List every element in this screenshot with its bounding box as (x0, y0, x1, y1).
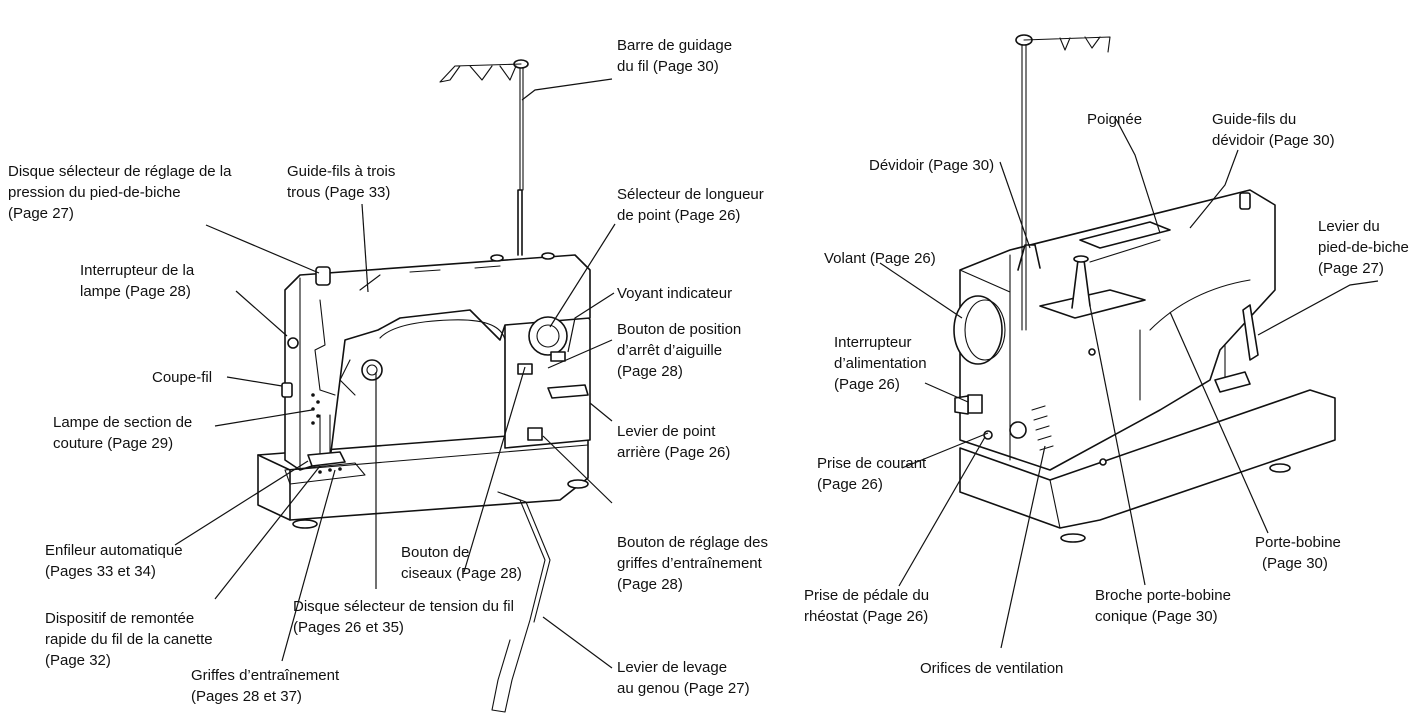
label-levier-arriere: Levier de point arrière (Page 26) (617, 423, 730, 461)
label-coupe-fil: Coupe-fil (152, 369, 212, 386)
label-selecteur-longueur: Sélecteur de longueur de point (Page 26) (617, 186, 768, 224)
label-volant: Volant (Page 26) (824, 250, 936, 267)
label-bouton-position: Bouton de position d’arrêt d’aiguille (P… (617, 321, 745, 380)
label-voyant: Voyant indicateur (617, 285, 732, 302)
label-interrupteur-alim: Interrupteur d’alimentation (Page 26) (834, 334, 931, 393)
label-broche: Broche porte-bobine conique (Page 30) (1095, 587, 1235, 625)
front-view-machine (257, 59, 591, 713)
label-griffes: Griffes d’entraînement (Pages 28 et 37) (191, 667, 343, 705)
label-lampe-section: Lampe de section de couture (Page 29) (53, 414, 196, 452)
label-bouton-ciseaux: Bouton de ciseaux (Page 28) (401, 544, 522, 582)
labels: Barre de guidage du fil (Page 30) Disque… (8, 37, 1413, 705)
label-prise-courant: Prise de courant (Page 26) (817, 455, 930, 493)
label-guide-trois-trous: Guide-fils à trois trous (Page 33) (287, 163, 400, 201)
label-dispositif-remontee: Dispositif de remontée rapide du fil de … (45, 610, 217, 669)
label-disque-pression: Disque sélecteur de réglage de la pressi… (8, 163, 236, 222)
rear-view-machine (953, 34, 1336, 543)
label-barre-guidage: Barre de guidage du fil (Page 30) (617, 37, 736, 75)
label-enfileur: Enfileur automatique (Pages 33 et 34) (45, 542, 187, 580)
label-poignee: Poignée (1087, 111, 1142, 128)
label-prise-pedale: Prise de pédale du rhéostat (Page 26) (804, 587, 933, 625)
label-disque-tension: Disque sélecteur de tension du fil (Page… (293, 598, 518, 636)
label-bouton-griffes: Bouton de réglage des griffes d’entraîne… (617, 534, 772, 593)
label-levier-genou: Levier de levage au genou (Page 27) (617, 659, 750, 697)
label-devidoir: Dévidoir (Page 30) (869, 157, 994, 174)
label-porte-bobine: Porte-bobine (Page 30) (1255, 534, 1345, 572)
label-interrupteur-lampe: Interrupteur de la lampe (Page 28) (80, 262, 198, 300)
leader-lines (174, 78, 1379, 669)
label-guide-devidoir: Guide-fils du dévidoir (Page 30) (1212, 111, 1335, 149)
label-orifices: Orifices de ventilation (920, 660, 1063, 677)
label-levier-pied: Levier du pied-de-biche (Page 27) (1318, 218, 1413, 277)
